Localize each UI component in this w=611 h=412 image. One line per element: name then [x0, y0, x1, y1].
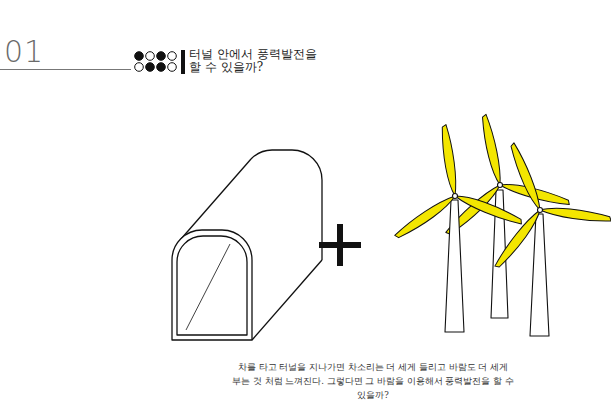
section-number: 01 [4, 34, 44, 69]
dot-pattern [135, 52, 177, 72]
page-title: 터널 안에서 풍력발전을 할 수 있을까? [189, 48, 325, 74]
header-rule [0, 69, 131, 70]
caption-text: 차를 타고 터널을 지나가면 차소리는 더 세게 들리고 바람도 더 세게 부는… [232, 360, 514, 402]
wind-turbines [393, 114, 611, 336]
title-bar [181, 50, 185, 74]
plus-sign [319, 224, 361, 266]
tunnel-drawing [172, 150, 322, 340]
